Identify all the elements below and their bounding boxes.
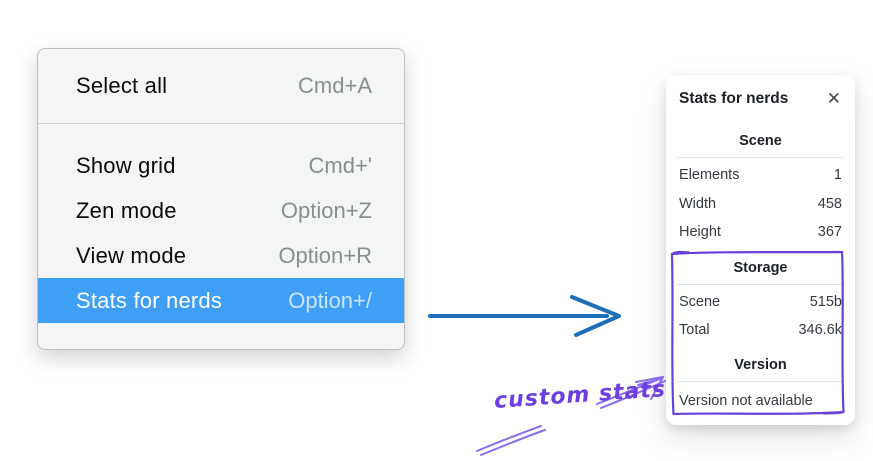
menu-group: Show grid Cmd+' Zen mode Option+Z View m… — [38, 124, 404, 323]
context-menu: Select all Cmd+A Show grid Cmd+' Zen mod… — [37, 48, 405, 350]
custom-stats-annotation: custom stats — [493, 377, 667, 414]
stat-value: 515b — [809, 293, 842, 310]
stat-label: Width — [679, 195, 717, 212]
storage-stats: Scene 515b Total 346.6k — [666, 285, 855, 345]
stats-panel-title: Stats for nerds — [679, 90, 789, 107]
stat-label: Total — [679, 322, 710, 339]
stat-row-scene-size: Scene 515b — [679, 288, 842, 317]
menu-item-show-grid[interactable]: Show grid Cmd+' — [38, 143, 404, 188]
menu-item-zen-mode[interactable]: Zen mode Option+Z — [38, 188, 404, 233]
menu-item-label: Show grid — [76, 152, 176, 178]
menu-item-shortcut: Option+R — [278, 242, 372, 268]
stat-value: 346.6k — [798, 322, 842, 339]
menu-item-view-mode[interactable]: View mode Option+R — [38, 233, 404, 278]
scene-stats: Elements 1 Width 458 Height 367 — [666, 158, 855, 247]
menu-item-shortcut: Option+/ — [288, 287, 372, 313]
stat-row-width: Width 458 — [679, 190, 842, 219]
stat-label: Elements — [679, 167, 740, 184]
stat-value: 458 — [817, 195, 842, 212]
stat-value: 367 — [817, 224, 842, 241]
menu-item-label: Zen mode — [76, 197, 177, 223]
version-note: Version not available — [679, 392, 813, 409]
menu-item-label: Select all — [76, 73, 168, 98]
close-icon[interactable]: ✕ — [826, 89, 841, 109]
menu-item-label: View mode — [76, 242, 187, 268]
section-divider — [677, 157, 844, 158]
stats-panel: Stats for nerds ✕ Scene Elements 1 Width… — [666, 75, 855, 425]
stats-panel-header: Stats for nerds ✕ — [666, 75, 855, 110]
stat-row-height: Height 367 — [679, 218, 842, 247]
stat-label: Scene — [679, 293, 721, 310]
stat-row-elements: Elements 1 — [679, 161, 842, 190]
menu-item-label: Stats for nerds — [76, 287, 223, 313]
menu-item-shortcut: Cmd+A — [298, 73, 372, 98]
stat-label: Height — [679, 224, 721, 241]
menu-item-select-all[interactable]: Select all Cmd+A — [38, 49, 404, 123]
stat-row-total-size: Total 346.6k — [679, 316, 842, 345]
menu-separator — [38, 123, 404, 124]
blue-arrow — [428, 295, 621, 337]
stat-value: 1 — [833, 167, 842, 184]
menu-item-shortcut: Option+Z — [280, 197, 372, 223]
section-title-version: Version — [734, 356, 787, 373]
section-title-storage: Storage — [733, 259, 788, 276]
menu-item-shortcut: Cmd+' — [308, 152, 373, 178]
section-title-scene: Scene — [739, 133, 782, 149]
menu-item-stats-for-nerds[interactable]: Stats for nerds Option+/ — [38, 278, 404, 323]
